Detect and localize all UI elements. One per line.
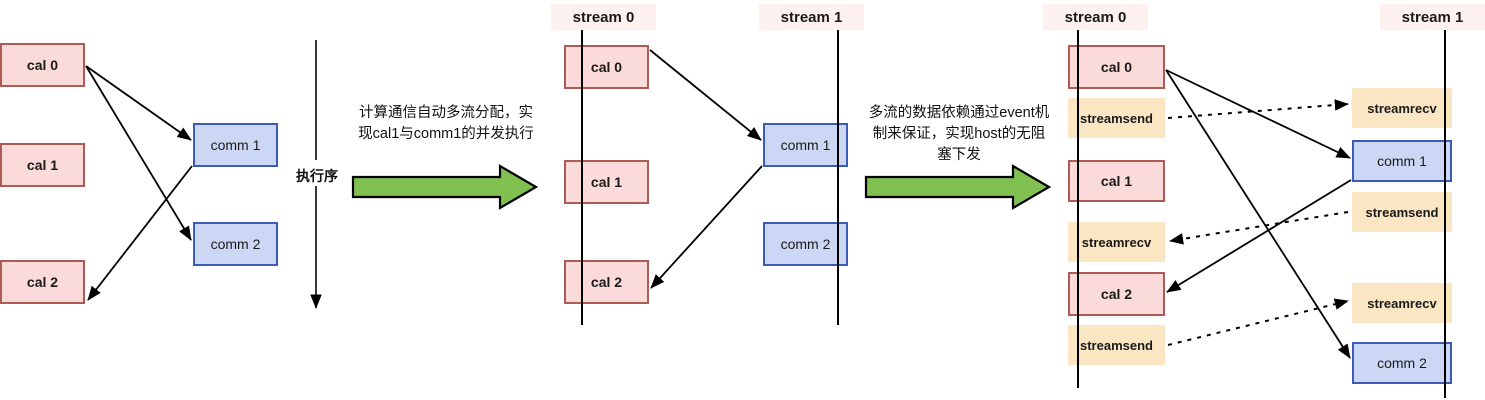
stream-timeline-1 [837,30,839,325]
stream-header-0: stream 0 [1043,4,1148,30]
panel1-edges [85,65,193,301]
node-streamrecv[interactable]: streamrecv [1352,88,1452,128]
stream-timeline-0 [581,30,583,325]
node-cal-2[interactable]: cal 2 [0,260,85,304]
transition-caption-2: 多流的数据依赖通过event机制来保证，实现host的无阻塞下发 [868,105,1050,164]
node-cal-1[interactable]: cal 1 [1068,160,1165,202]
node-comm-1[interactable]: comm 1 [1352,140,1452,182]
stream-header-0: stream 0 [551,4,656,30]
stream-timeline-1 [1444,30,1446,398]
node-cal-0[interactable]: cal 0 [1068,45,1165,89]
node-comm-1[interactable]: comm 1 [193,123,278,167]
node-comm-1[interactable]: comm 1 [763,123,848,167]
node-cal-0[interactable]: cal 0 [0,43,85,87]
exec-order-label: 执行序 [296,168,338,184]
stream-header-1: stream 1 [1380,4,1485,30]
node-cal-1[interactable]: cal 1 [0,143,85,187]
panel2-edges [649,49,763,289]
node-cal-2[interactable]: cal 2 [1068,272,1165,316]
node-comm-2[interactable]: comm 2 [1352,342,1452,384]
panel3-solid-edges [1165,69,1352,359]
node-comm-2[interactable]: comm 2 [193,222,278,266]
node-streamrecv[interactable]: streamrecv [1352,283,1452,323]
panel3-event-edges [1167,99,1349,346]
node-streamrecv[interactable]: streamrecv [1068,222,1165,262]
stream-timeline-0 [1077,30,1079,388]
node-cal-2[interactable]: cal 2 [564,260,649,304]
node-streamsend[interactable]: streamsend [1352,192,1452,232]
node-streamsend[interactable]: streamsend [1068,98,1165,138]
stream-header-1: stream 1 [759,4,864,30]
transition-caption-1: 计算通信自动多流分配，实现cal1与comm1的并发执行 [358,105,534,143]
node-cal-0[interactable]: cal 0 [564,45,649,89]
green-arrow-1 [351,164,539,210]
node-streamsend[interactable]: streamsend [1068,325,1165,365]
green-arrow-2 [864,164,1052,210]
node-cal-1[interactable]: cal 1 [564,160,649,204]
node-comm-2[interactable]: comm 2 [763,222,848,266]
